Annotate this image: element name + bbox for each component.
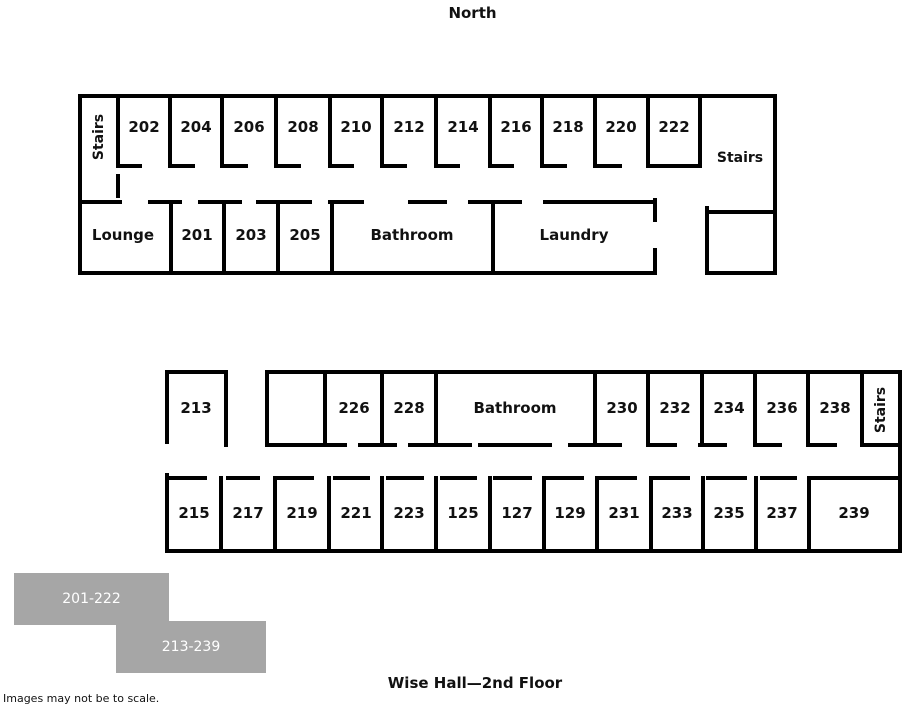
compass-north-label: North: [448, 4, 497, 22]
legend-lower-label: 213-239: [161, 639, 221, 655]
room-label-lower-north: 232: [659, 399, 690, 417]
room-label-upper-north: 220: [605, 118, 636, 136]
room-label-upper-north: 212: [393, 118, 424, 136]
room-label-upper-south: Laundry: [540, 226, 609, 244]
room-label-upper-north: 216: [500, 118, 531, 136]
room-label-lower-south: 219: [286, 504, 317, 522]
room-label-upper-north: 222: [658, 118, 689, 136]
room-label-lower-north: Bathroom: [473, 399, 556, 417]
room-label-lower-north: 234: [713, 399, 744, 417]
room-label-lower-north: 236: [766, 399, 797, 417]
room-label-lower-south: 237: [766, 504, 797, 522]
room-label-lower-north: 228: [393, 399, 424, 417]
room-label-lower-north: 226: [338, 399, 369, 417]
room-label-lower-north: 213: [180, 399, 211, 417]
room-label-lower-south: 223: [393, 504, 424, 522]
room-label-lower-south: 221: [340, 504, 371, 522]
upper-wing-wall: [78, 94, 657, 275]
room-label-upper-north: 202: [128, 118, 159, 136]
stairs-label-lower-east: Stairs: [873, 387, 889, 433]
room-label-upper-north: 218: [552, 118, 583, 136]
room-label-upper-north: 204: [180, 118, 211, 136]
room-label-upper-north: 210: [340, 118, 371, 136]
scale-disclaimer: Images may not be to scale.: [3, 692, 160, 705]
room-label-upper-south: 205: [289, 226, 320, 244]
upper-wing-wall: [116, 94, 702, 168]
room-label-lower-south: 233: [661, 504, 692, 522]
room-label-upper-south: Lounge: [92, 226, 154, 244]
room-label-upper-north: 206: [233, 118, 264, 136]
lower-wing-wall: [323, 370, 864, 447]
room-label-lower-south: 125: [447, 504, 478, 522]
room-label-lower-south: 217: [232, 504, 263, 522]
room-label-lower-north: 230: [606, 399, 637, 417]
room-label-lower-south: 127: [501, 504, 532, 522]
room-label-lower-south: 239: [838, 504, 869, 522]
lower-wing: [165, 370, 902, 553]
stairs-label-east: Stairs: [717, 150, 763, 166]
room-label-upper-south: 201: [181, 226, 212, 244]
room-label-upper-south: Bathroom: [370, 226, 453, 244]
room-label-upper-north: 214: [447, 118, 478, 136]
upper-wing-wall: [169, 200, 495, 275]
legend-lower-wing[interactable]: 213-239: [116, 621, 266, 673]
room-label-lower-north: 238: [819, 399, 850, 417]
lower-wing-wall: [165, 370, 902, 553]
legend-upper-label: 201-222: [62, 591, 121, 607]
room-label-lower-south: 215: [178, 504, 209, 522]
upper-wing: [78, 94, 777, 275]
room-label-lower-south: 235: [713, 504, 744, 522]
legend-upper-wing[interactable]: 201-222: [14, 573, 169, 625]
stairs-label-west: Stairs: [91, 114, 107, 160]
room-label-upper-south: 203: [235, 226, 266, 244]
room-label-lower-south: 129: [554, 504, 585, 522]
lower-wing-wall: [219, 476, 811, 553]
room-label-lower-south: 231: [608, 504, 639, 522]
floor-title: Wise Hall—2nd Floor: [387, 674, 563, 692]
room-label-upper-north: 208: [287, 118, 318, 136]
lower-wing-wall: [165, 370, 228, 447]
